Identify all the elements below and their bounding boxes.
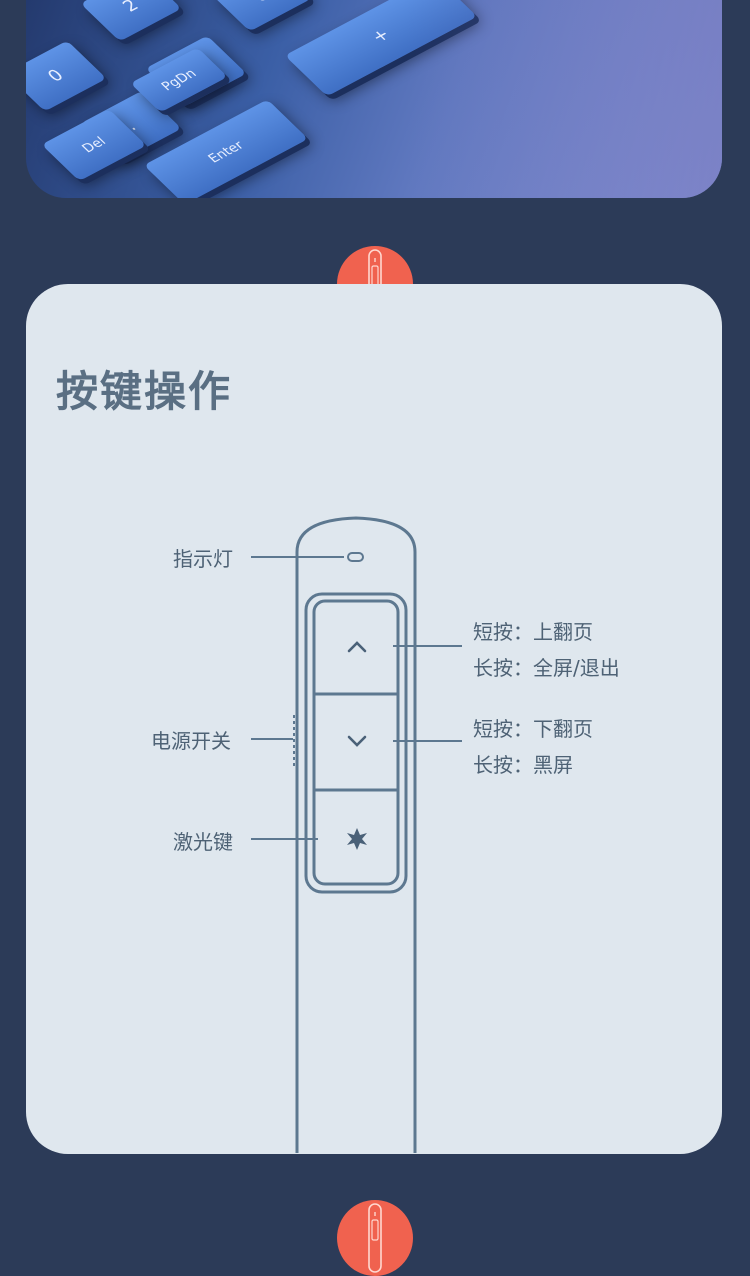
presenter-badge-icon	[368, 1203, 382, 1273]
label-down-long-press: 长按：黑屏	[473, 753, 573, 777]
arrow-down-icon	[347, 735, 367, 747]
label-up-long-press: 长按：全屏/退出	[473, 656, 620, 680]
button-operation-panel	[26, 284, 722, 1154]
label-up-short-press: 短按：上翻页	[473, 620, 593, 644]
laser-star-icon	[347, 828, 367, 850]
indicator-light	[347, 552, 364, 562]
presenter-device-outline	[251, 516, 462, 1153]
photo-shade	[406, 0, 722, 198]
label-down-short-press: 短按：下翻页	[473, 717, 593, 741]
presenter-badge-bottom	[337, 1200, 413, 1276]
section-title: 按键操作	[56, 367, 233, 416]
label-power-switch: 电源开关	[151, 729, 231, 753]
arrow-up-icon	[347, 641, 367, 653]
label-laser-button: 激光键	[173, 830, 233, 854]
label-indicator-light: 指示灯	[173, 547, 233, 571]
keyboard-photo: 2 6 0 3 + . PgDn Del Enter	[26, 0, 722, 198]
